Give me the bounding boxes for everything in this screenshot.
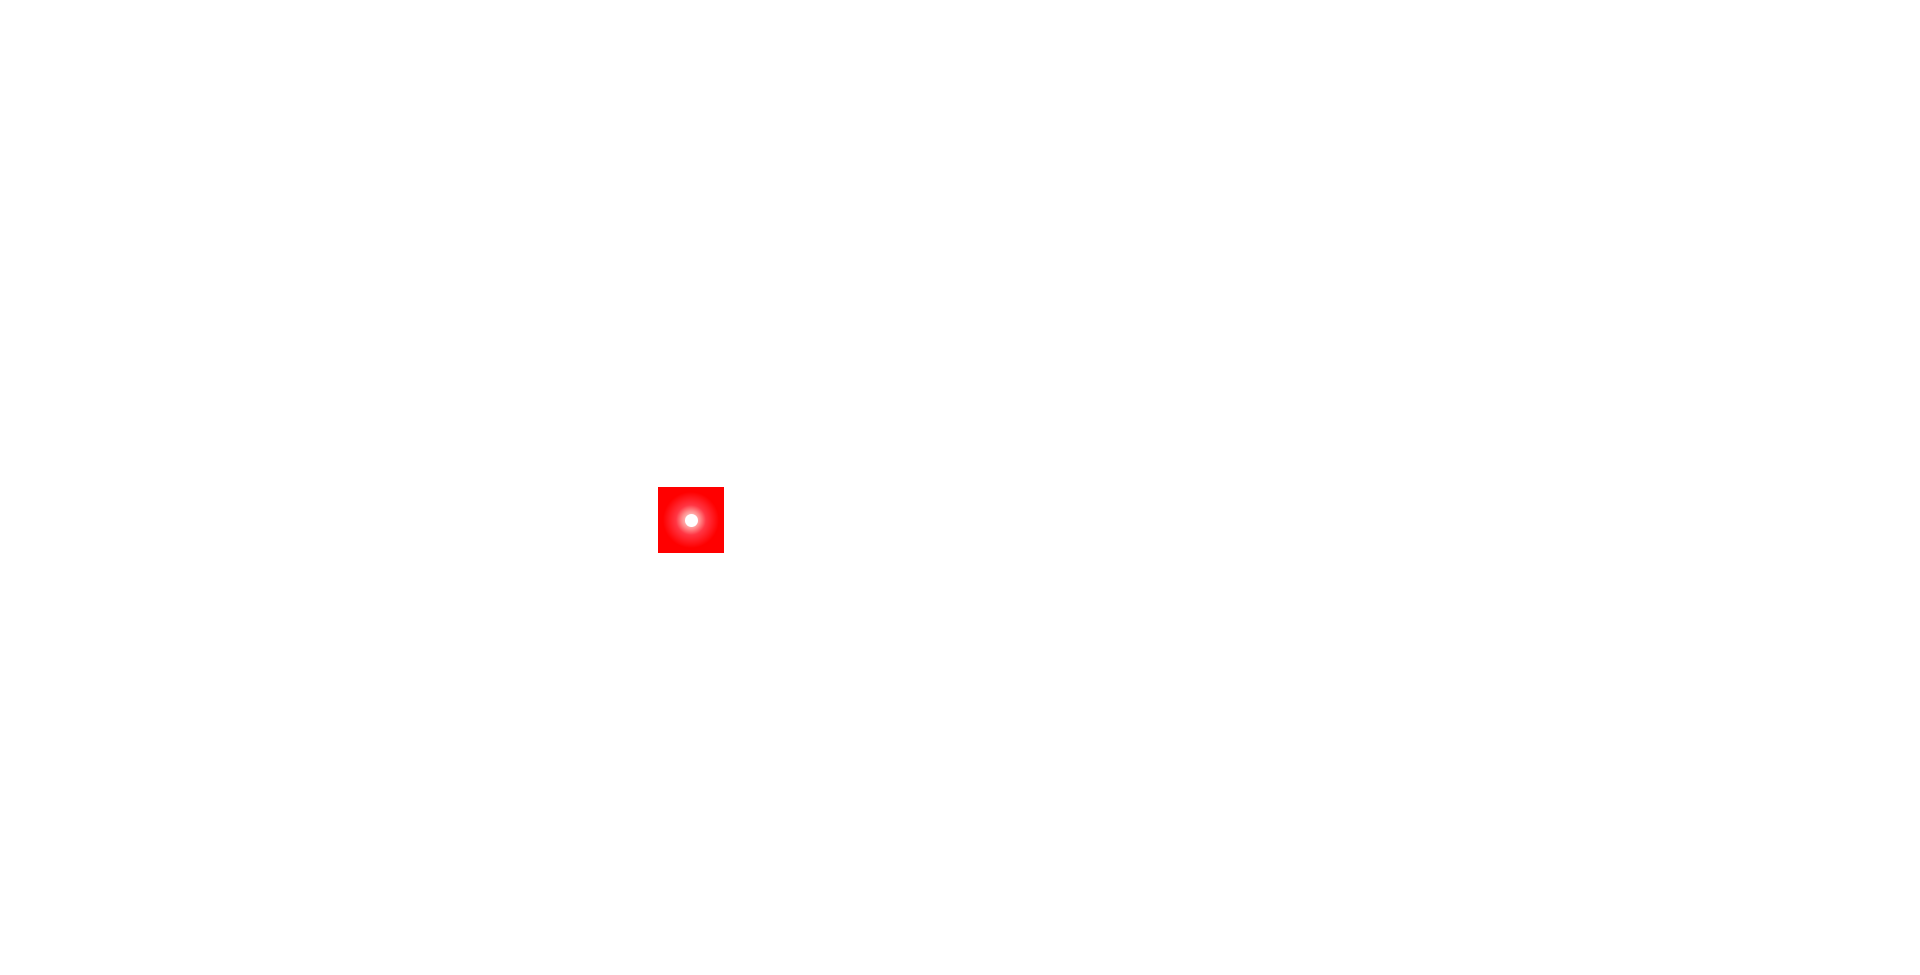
marker-center-dot-icon: [684, 513, 698, 527]
click-target-marker[interactable]: [658, 487, 724, 553]
